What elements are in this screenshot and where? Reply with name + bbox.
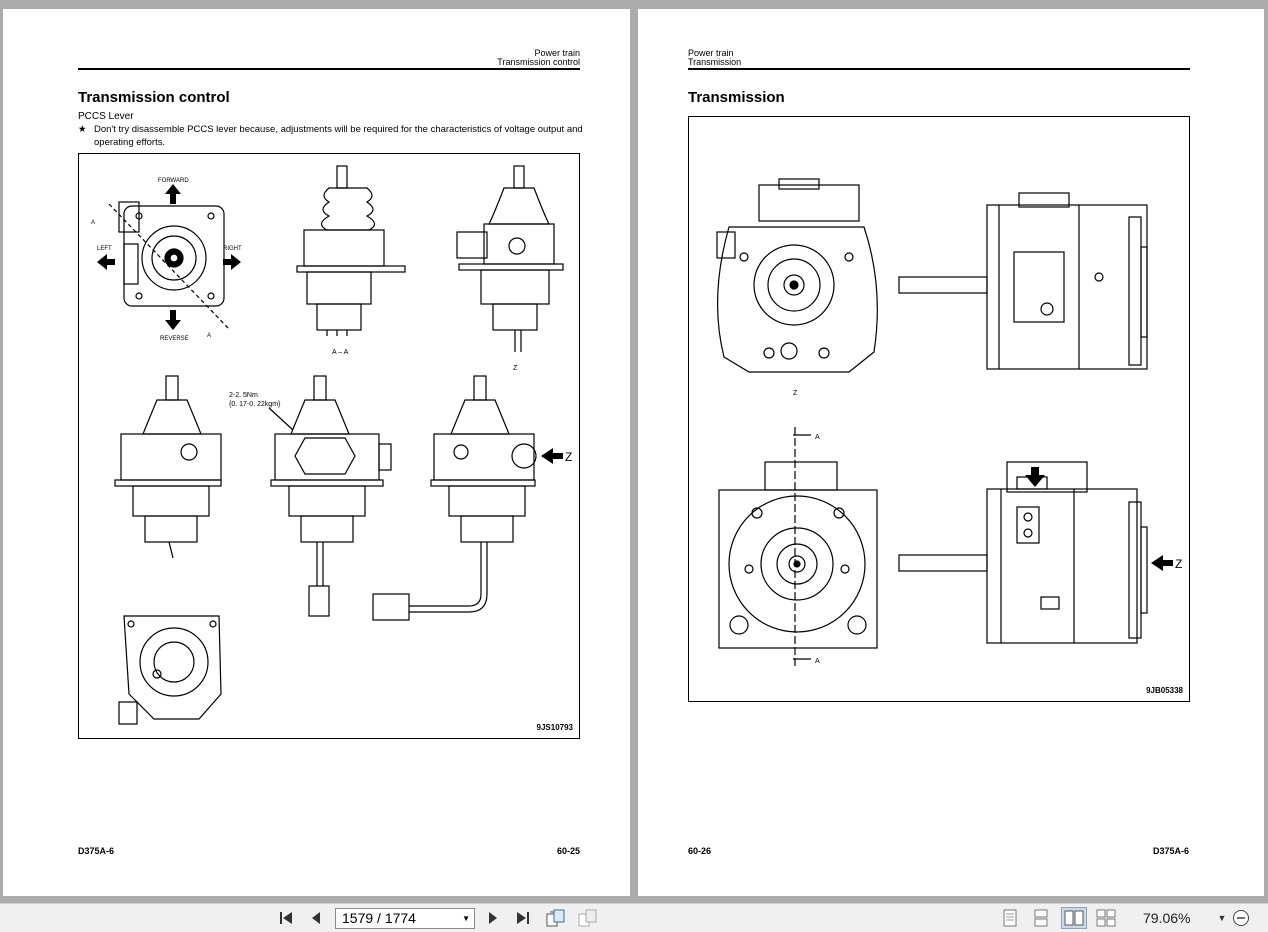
side-view-3-drawing (372, 375, 537, 621)
prev-page-button[interactable] (305, 904, 327, 932)
header-section: Power train (534, 48, 580, 58)
star-icon: ★ (78, 124, 87, 135)
side-view-1-drawing (114, 375, 222, 559)
page-header: Power train Transmission control (497, 49, 580, 67)
prev-page-icon (312, 912, 320, 924)
figure-code: 9JB05338 (1146, 686, 1183, 695)
page-title: Transmission (688, 89, 785, 106)
rotate-icon (546, 909, 565, 927)
copy-icon (578, 909, 597, 927)
transmission-side-view-drawing (898, 192, 1148, 370)
label-view-z: Z (793, 390, 798, 397)
left-page: Power train Transmission control Transmi… (3, 9, 630, 896)
section-aa-drawing (296, 165, 406, 336)
lever-bottom-view-drawing (118, 615, 222, 725)
header-rule (78, 68, 580, 70)
page-separator: / (377, 910, 381, 926)
header-section: Power train (688, 48, 734, 58)
caution-note: ★ Don't try disassemble PCCS lever becau… (78, 123, 583, 149)
footer-page-number: 60-26 (688, 846, 712, 856)
view-z-drawing (456, 165, 564, 352)
label-view-z: Z (513, 365, 518, 372)
label-left: LEFT (97, 246, 112, 252)
label-forward: FORWARD (158, 178, 189, 184)
right-page: Power train Transmission Transmission Z (638, 9, 1264, 896)
chevron-down-icon[interactable]: ▼ (462, 914, 470, 923)
footer-page-number: 60-25 (556, 846, 580, 856)
pccs-lever-figure: FORWARD LEFT RIGHT REVERSE A A A – A (78, 153, 580, 739)
total-pages: 1774 (384, 910, 416, 926)
arrow-z-marker (541, 448, 563, 464)
transmission-rear-view-drawing (718, 427, 878, 667)
label-a-bottom: A (815, 658, 820, 665)
copy-button[interactable] (576, 904, 600, 932)
footer-model: D375A-6 (1152, 846, 1189, 856)
label-a1: A (91, 220, 95, 226)
label-arrow-z: Z (1175, 557, 1182, 571)
continuous-icon (1034, 909, 1048, 927)
first-page-icon (280, 912, 292, 924)
arrow-z-marker (1151, 555, 1173, 571)
label-reverse: REVERSE (160, 336, 189, 342)
lever-top-view-drawing (108, 201, 230, 330)
page-number-input[interactable]: 1579 / 1774 ▼ (335, 908, 475, 929)
single-page-icon (1003, 909, 1017, 927)
zoom-out-icon (1233, 910, 1249, 926)
rotate-button[interactable] (544, 904, 568, 932)
two-page-continuous-view-button[interactable] (1094, 904, 1118, 932)
single-page-view-button[interactable] (999, 904, 1021, 932)
last-page-button[interactable] (512, 904, 534, 932)
two-page-view-button[interactable] (1061, 907, 1087, 929)
label-section-aa: A – A (332, 349, 349, 356)
transmission-figure: Z (688, 116, 1190, 702)
continuous-view-button[interactable] (1030, 904, 1052, 932)
page-title: Transmission control (78, 89, 230, 106)
figure-code: 9JS10793 (536, 723, 573, 732)
transmission-side-section-drawing (898, 461, 1148, 644)
header-subsection: Transmission (688, 57, 742, 67)
zoom-out-button[interactable] (1230, 904, 1252, 932)
zoom-level[interactable]: 79.06% (1143, 910, 1191, 926)
arrow-down-marker (1025, 467, 1045, 487)
page-header: Power train Transmission (688, 49, 741, 67)
direction-arrows (97, 184, 241, 330)
page-subtitle: PCCS Lever (78, 111, 134, 122)
first-page-button[interactable] (275, 904, 297, 932)
last-page-icon (517, 912, 529, 924)
zoom-dropdown-icon[interactable]: ▼ (1217, 913, 1227, 923)
transmission-front-view-drawing (716, 178, 878, 373)
caution-text: Don't try disassemble PCCS lever because… (94, 124, 583, 148)
next-page-icon (489, 912, 497, 924)
header-rule (688, 68, 1190, 70)
label-right: RIGHT (223, 246, 242, 252)
label-a2: A (207, 333, 211, 339)
next-page-button[interactable] (482, 904, 504, 932)
current-page: 1579 (342, 910, 374, 926)
label-torque-kgm: {0. 17-0. 22kgm} (229, 401, 281, 408)
label-torque-nm: 2-2. 5Nm (229, 392, 258, 399)
label-arrow-z: Z (565, 450, 572, 464)
navigation-toolbar: 1579 / 1774 ▼ 79.06% ▼ (0, 903, 1268, 932)
two-page-continuous-icon (1096, 909, 1116, 927)
two-page-icon (1064, 910, 1084, 926)
side-view-2-drawing (270, 375, 392, 617)
header-subsection: Transmission control (497, 57, 580, 67)
label-a-top: A (815, 434, 820, 441)
footer-model: D375A-6 (78, 846, 115, 856)
